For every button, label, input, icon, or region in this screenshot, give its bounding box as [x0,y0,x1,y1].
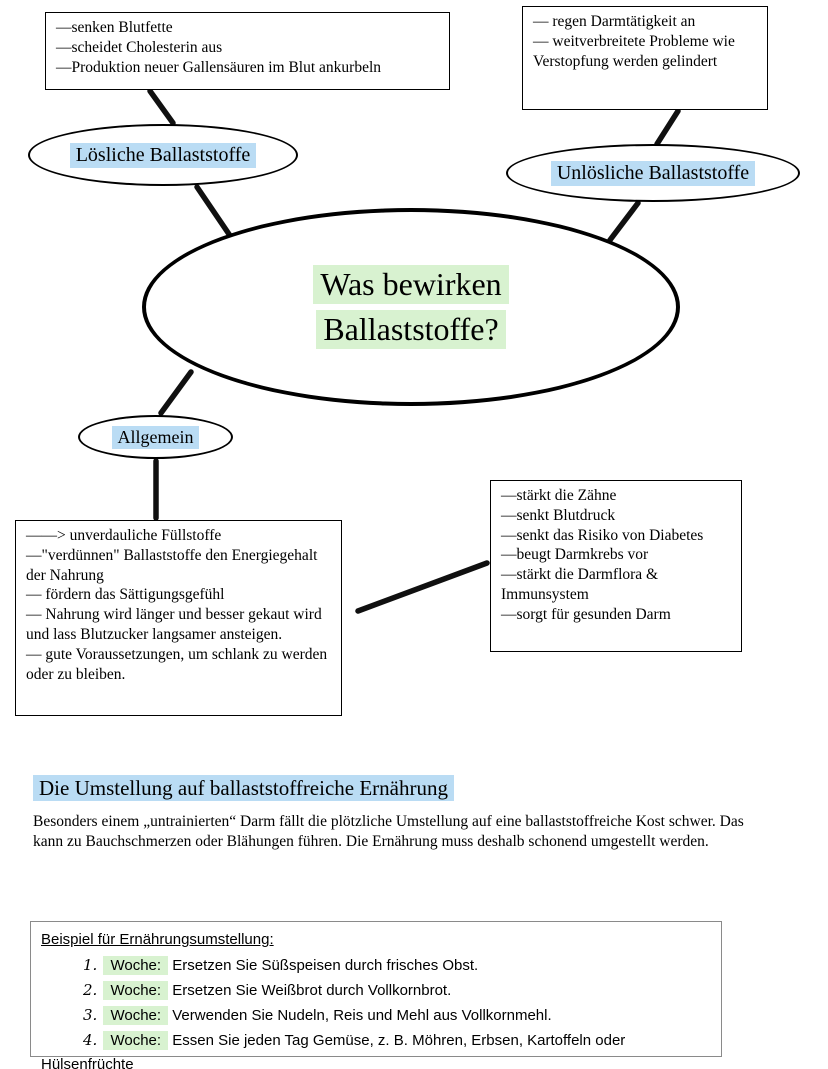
week-label: Woche: [103,1031,169,1050]
connector-line [355,560,490,614]
soluble-fiber-label: Lösliche Ballaststoffe [69,142,257,168]
section-paragraph: Besonders einem „untrainierten“ Darm fäl… [33,813,744,851]
week-number: 3. [83,1006,98,1024]
example-list-item: 1. Woche: Ersetzen Sie Süßspeisen durch … [41,953,711,978]
central-topic-line2: Ballaststoffe? [316,310,506,349]
example-list-item: 4. Woche: Essen Sie jeden Tag Gemüse, z.… [41,1028,711,1069]
box-line: —senkt das Risiko von Diabetes [501,526,704,544]
box-line: ——> unverdauliche Füllstoffe [26,527,222,544]
box-line: — Nahrung wird länger und besser gekaut … [26,606,322,644]
general-effects-box: ——> unverdauliche Füllstoffe —"verdünnen… [15,520,342,716]
section-heading: Die Umstellung auf ballaststoffreiche Er… [33,775,454,801]
box-line: —senkt Blutdruck [501,506,616,524]
central-topic-line1: Was bewirken [313,265,509,304]
soluble-effects-box: —senken Blutfette —scheidet Cholesterin … [45,12,450,90]
box-line: —beugt Darmkrebs vor [501,546,649,564]
box-line: — gute Voraussetzungen, um schlank zu we… [26,645,328,683]
connector-line [158,369,194,416]
soluble-fiber-node: Lösliche Ballaststoffe [28,124,298,186]
box-line: — regen Darmtätigkeit an [533,13,696,30]
central-topic-label: Was bewirken Ballaststoffe? [313,265,509,349]
example-box: Beispiel für Ernährungsumstellung: 1. Wo… [30,921,722,1069]
health-effects-box: —stärkt die Zähne —senkt Blutdruck —senk… [490,480,742,652]
week-number: 2. [83,981,98,999]
week-text: Verwenden Sie Nudeln, Reis und Mehl aus … [172,1007,552,1024]
insoluble-fiber-label: Unlösliche Ballaststoffe [550,160,756,186]
insoluble-fiber-node: Unlösliche Ballaststoffe [506,144,800,202]
connector-line [607,200,641,243]
connector-line [654,108,681,147]
section-heading-text: Die Umstellung auf ballaststoffreiche Er… [33,775,454,801]
box-line: —"verdünnen" Ballaststoffe den Energiege… [26,546,318,584]
central-topic-node: Was bewirken Ballaststoffe? [142,208,680,406]
box-line: — fördern das Sättigungsgefühl [26,586,225,604]
box-line: —stärkt die Darmflora & Immunsystem [501,566,659,604]
box-line: —Produktion neuer Gallensäuren im Blut a… [56,58,382,76]
general-label: Allgemein [111,425,200,449]
box-line: —sorgt für gesunden Darm [501,605,671,623]
week-text: Ersetzen Sie Süßspeisen durch frisches O… [172,957,479,974]
box-line: —stärkt die Zähne [501,487,617,504]
week-text: Essen Sie jeden Tag Gemüse, z. B. Möhren… [41,1032,626,1069]
box-line: —scheidet Cholesterin aus [56,38,223,56]
insoluble-effects-box: — regen Darmtätigkeit an — weitverbreite… [522,6,768,110]
example-box-title: Beispiel für Ernährungsumstellung: [41,931,274,948]
week-text: Ersetzen Sie Weißbrot durch Vollkornbrot… [172,982,452,999]
week-label: Woche: [103,981,169,1000]
connector-line [147,88,176,126]
box-line: — weitverbreitete Probleme wie Verstopfu… [533,32,735,70]
week-number: 1. [83,956,98,974]
week-label: Woche: [103,956,169,975]
box-line: —senken Blutfette [56,19,173,36]
example-list-item: 2. Woche: Ersetzen Sie Weißbrot durch Vo… [41,978,711,1003]
week-number: 4. [83,1031,98,1049]
general-node: Allgemein [78,415,233,459]
week-label: Woche: [103,1006,169,1025]
example-list-item: 3. Woche: Verwenden Sie Nudeln, Reis und… [41,1003,711,1028]
